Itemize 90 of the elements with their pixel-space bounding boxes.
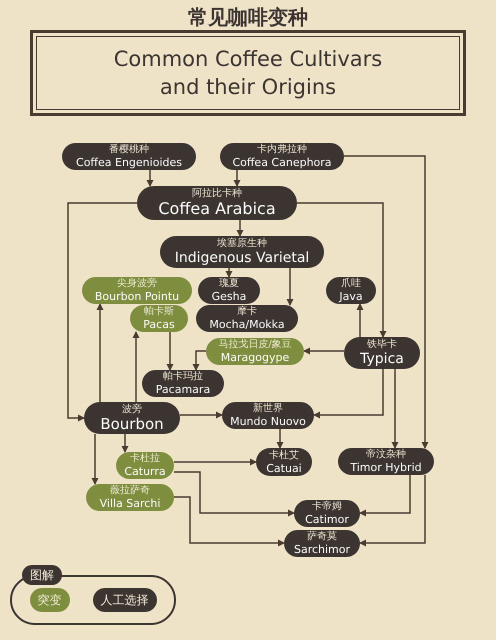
latin-name: Typica	[360, 352, 404, 366]
legend-title: 图解	[22, 565, 62, 585]
cultivar-pill	[326, 277, 376, 304]
cultivar-pill	[284, 530, 360, 557]
cultivar-pill	[256, 448, 312, 476]
mutation-pill	[130, 305, 188, 332]
arrow	[180, 412, 223, 418]
cultivar-pill	[137, 186, 297, 220]
latin-name: Catimor	[305, 514, 349, 525]
chinese-name: 波旁	[122, 404, 142, 414]
arrow	[96, 303, 104, 402]
legend-swatch: 人工选择	[92, 588, 156, 612]
chinese-name: 卡杜艾	[269, 450, 299, 460]
latin-name: Maragogype	[220, 352, 290, 363]
cultivar-pill	[160, 236, 324, 268]
chinese-name: 薇拉萨奇	[110, 486, 150, 496]
latin-name: Mundo Nuovo	[230, 416, 306, 427]
subtitle: Common Coffee Cultivars and their Origins	[112, 46, 384, 101]
latin-name: Bourbon	[100, 416, 164, 432]
arrow	[392, 369, 398, 449]
cultivar-pill	[198, 277, 260, 304]
arrow	[122, 434, 128, 453]
chinese-name: 新世界	[253, 404, 283, 414]
latin-name: Villa Sarchi	[100, 498, 160, 509]
chinese-name: 萨奇莫	[307, 532, 337, 542]
arrow	[174, 471, 295, 516]
arrow	[286, 268, 294, 306]
arrow	[303, 348, 344, 354]
arrow	[174, 496, 285, 546]
chinese-name: 帕卡玛拉	[163, 372, 203, 382]
chinese-name: 帕卡斯	[144, 307, 174, 317]
chinese-name: 尖身波旁	[117, 279, 157, 289]
latin-name: Coffea Canephora	[232, 157, 332, 168]
arrow	[297, 202, 386, 338]
arrow	[166, 332, 174, 371]
arrow	[92, 434, 98, 485]
latin-name: Catuai	[266, 462, 302, 474]
chinese-name: 帝汶杂种	[366, 450, 406, 460]
latin-name: Coffea Arabica	[158, 201, 276, 217]
cultivar-pill	[220, 143, 344, 170]
mutation-pill	[206, 338, 304, 365]
chinese-name: 卡杜拉	[130, 454, 160, 464]
chinese-name: 马拉戈日皮/象豆	[218, 340, 292, 350]
arrow	[236, 220, 244, 237]
arrow	[344, 155, 428, 449]
chinese-name: 卡帝姆	[312, 502, 342, 512]
latin-name: Caturra	[124, 466, 166, 477]
arrow	[132, 331, 140, 402]
chinese-name: 爪哇	[341, 279, 361, 289]
chinese-name: 埃塞原生种	[217, 239, 267, 249]
latin-name: Sarchimor	[294, 544, 350, 555]
mutation-pill	[82, 277, 192, 304]
latin-name: Timor Hybrid	[350, 462, 422, 473]
latin-name: Pacas	[143, 319, 175, 330]
mutation-pill	[116, 452, 174, 479]
arrow	[226, 268, 232, 278]
arrow	[359, 475, 411, 516]
latin-name: Mocha/Mokka	[209, 319, 285, 330]
arrow	[234, 170, 240, 187]
latin-name: Gesha	[212, 291, 246, 302]
arrow	[67, 202, 137, 422]
mutation-pill	[86, 484, 174, 511]
chinese-name: 瑰夏	[219, 279, 239, 289]
legend-swatch: 突变	[30, 588, 70, 612]
arrow	[146, 170, 154, 187]
title: 常见咖啡变种	[187, 4, 309, 31]
chinese-name: 番樱桃种	[109, 145, 149, 155]
chinese-name: 摩卡	[237, 307, 257, 317]
arrow	[192, 350, 206, 371]
cultivar-pill	[196, 305, 298, 332]
chinese-name: 阿拉比卡种	[192, 189, 242, 199]
cultivar-pill	[84, 402, 180, 434]
latin-name: Coffea Engenioides	[76, 157, 182, 168]
cultivar-pill	[294, 500, 360, 527]
cultivar-pill	[338, 448, 434, 475]
arrow	[356, 303, 364, 337]
cultivar-pill	[62, 143, 196, 170]
arrow	[359, 475, 426, 546]
cultivar-pill	[344, 337, 420, 369]
latin-name: Pacamara	[156, 384, 210, 395]
arrow	[276, 429, 284, 449]
cultivar-pill	[222, 402, 314, 429]
latin-name: Bourbon Pointu	[94, 291, 180, 302]
chinese-name: 铁毕卡	[367, 340, 397, 350]
cultivar-pill	[142, 370, 224, 397]
latin-name: Java	[339, 291, 363, 302]
arrow	[313, 369, 384, 418]
latin-name: Indigenous Varietal	[174, 251, 310, 265]
chinese-name: 卡内弗拉种	[257, 145, 307, 155]
arrow	[174, 458, 257, 466]
